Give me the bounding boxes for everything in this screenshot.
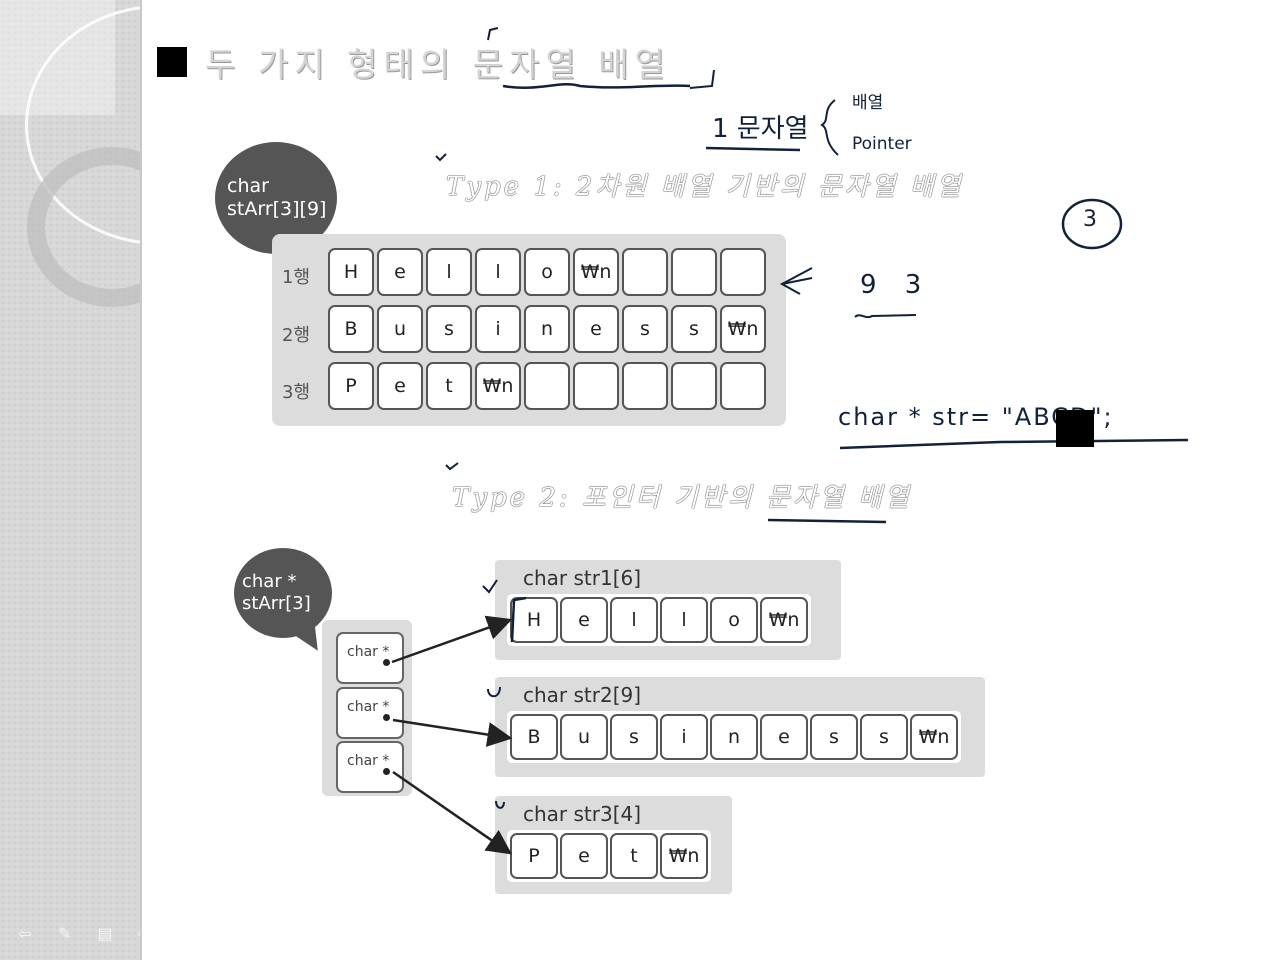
string-label: char str1[6] <box>523 566 642 590</box>
grid-cell: n <box>524 305 570 353</box>
string-box-str2: char str2[9] B u s i n e s s ₩n <box>495 677 985 777</box>
string-cell: t <box>610 833 658 879</box>
string-cell: P <box>510 833 558 879</box>
string-cell: ₩n <box>660 833 708 879</box>
string-cell: e <box>760 714 808 760</box>
row-label: 3행 <box>282 382 311 403</box>
grid-cell <box>720 362 766 410</box>
string-cell: e <box>560 833 608 879</box>
string-cell: l <box>610 597 658 643</box>
string-cell: B <box>510 714 558 760</box>
slideshow-nav: ⇦ ✎ ▤ ⇨ <box>14 924 140 943</box>
grid-cell <box>622 248 668 296</box>
bubble-line2: stArr[3] <box>242 593 311 614</box>
pen-icon[interactable]: ✎ <box>58 924 72 943</box>
grid-cell: H <box>328 248 374 296</box>
grid-cell <box>573 362 619 410</box>
grid-cell <box>622 362 668 410</box>
grid-cell: o <box>524 248 570 296</box>
string-cell: s <box>860 714 908 760</box>
string-cell: i <box>660 714 708 760</box>
grid-cell: B <box>328 305 374 353</box>
pointer-dot-icon <box>383 714 390 721</box>
string-cell: u <box>560 714 608 760</box>
note-dims: 9 3 <box>860 270 932 300</box>
string-cell: H <box>510 597 558 643</box>
pointer-dot-icon <box>383 768 390 775</box>
string-box-str1: char str1[6] H e l l o ₩n <box>495 560 841 660</box>
grid-cell <box>671 362 717 410</box>
subtitle-type1: Type 1: 2차원 배열 기반의 문자열 배열 <box>446 172 964 202</box>
string-cell: l <box>660 597 708 643</box>
grid-cell <box>524 362 570 410</box>
row-label: 2행 <box>282 325 311 346</box>
slide-title-text: 두 가지 형태의 문자열 배열 <box>205 45 671 84</box>
grid-row-3: P e t ₩n <box>328 362 766 410</box>
grid-cell: e <box>573 305 619 353</box>
menu-icon[interactable]: ▤ <box>97 924 113 943</box>
pointer-cell: char * <box>336 687 404 739</box>
grid-cell: u <box>377 305 423 353</box>
grid-cell <box>671 248 717 296</box>
grid-cell: ₩n <box>573 248 619 296</box>
pointer-array: char * char * char * <box>322 620 412 796</box>
string-cell: ₩n <box>910 714 958 760</box>
grid-cell: ₩n <box>475 362 521 410</box>
grid-cell: e <box>377 362 423 410</box>
pointer-label: char * <box>347 753 390 769</box>
grid-cell: s <box>426 305 472 353</box>
grid-cell: l <box>426 248 472 296</box>
grid-row-1: H e l l o ₩n <box>328 248 766 296</box>
string-cell: s <box>610 714 658 760</box>
forward-arrow-icon[interactable]: ⇨ <box>134 924 140 943</box>
bubble-line1: char <box>227 175 269 197</box>
string-cell: n <box>710 714 758 760</box>
bubble-stArr-ptr: char * stArr[3] <box>234 548 332 638</box>
subtitle-type2: Type 2: 포인터 기반의 문자열 배열 <box>452 483 912 513</box>
string-cells: H e l l o ₩n <box>507 594 811 646</box>
string-cell: s <box>810 714 858 760</box>
row-label: 1행 <box>282 267 311 288</box>
back-arrow-icon[interactable]: ⇦ <box>18 924 32 943</box>
string-box-str3: char str3[4] P e t ₩n <box>495 796 732 894</box>
redaction-block <box>1056 410 1094 447</box>
string-label: char str2[9] <box>523 683 642 707</box>
grid-cell: t <box>426 362 472 410</box>
slide-sidebar-decoration: ⇦ ✎ ▤ ⇨ <box>0 0 142 960</box>
grid-cell: P <box>328 362 374 410</box>
string-cells: B u s i n e s s ₩n <box>507 711 961 763</box>
note-string: 1 문자열 <box>712 114 809 144</box>
grid-cell: s <box>671 305 717 353</box>
2d-array-grid: 1행 H e l l o ₩n 2행 B u s i n e s s ₩n 3행… <box>272 234 786 426</box>
pointer-cell: char * <box>336 741 404 793</box>
bubble-line1: char * <box>242 571 297 592</box>
grid-cell: e <box>377 248 423 296</box>
grid-cell: ₩n <box>720 305 766 353</box>
slide-title: 두 가지 형태의 문자열 배열 <box>157 38 671 86</box>
grid-row-2: B u s i n e s s ₩n <box>328 305 766 353</box>
string-cell: o <box>710 597 758 643</box>
bullet-square-icon <box>157 47 187 77</box>
string-cell: ₩n <box>760 597 808 643</box>
string-cell: e <box>560 597 608 643</box>
grid-cell: i <box>475 305 521 353</box>
string-cells: P e t ₩n <box>507 830 711 882</box>
pointer-label: char * <box>347 644 390 660</box>
pointer-label: char * <box>347 699 390 715</box>
pointer-dot-icon <box>383 659 390 666</box>
grid-cell: l <box>475 248 521 296</box>
string-label: char str3[4] <box>523 802 642 826</box>
note-circled-3: 3 <box>1083 207 1097 232</box>
grid-cell: s <box>622 305 668 353</box>
note-pointer: Pointer <box>852 134 912 154</box>
pointer-cell: char * <box>336 632 404 684</box>
grid-cell <box>720 248 766 296</box>
note-array: 배열 <box>852 93 884 113</box>
bubble-line2: stArr[3][9] <box>227 198 327 220</box>
